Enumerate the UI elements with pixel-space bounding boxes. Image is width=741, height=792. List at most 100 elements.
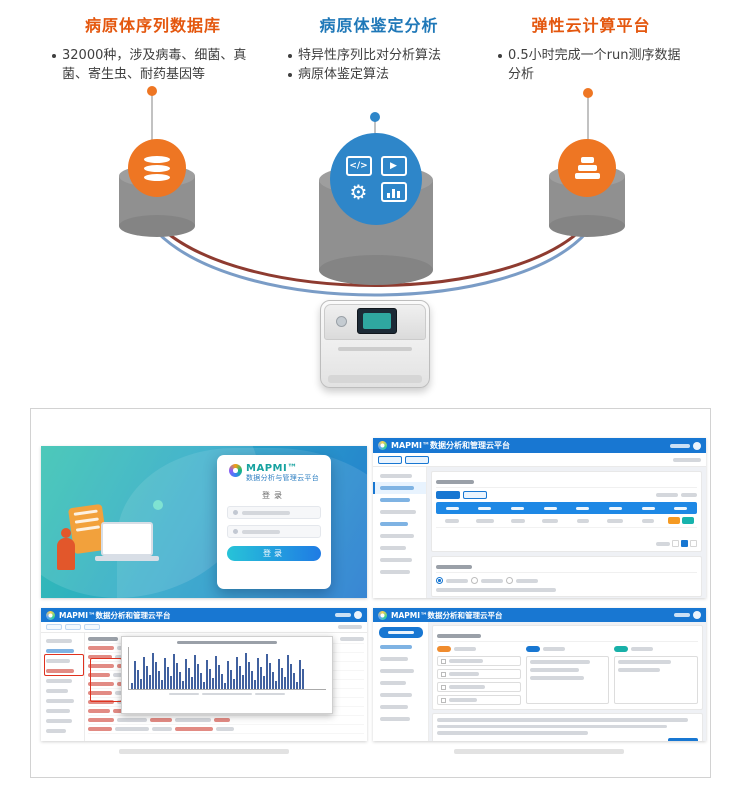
login-button[interactable]: 登录 <box>227 546 321 561</box>
sidebar-item[interactable] <box>373 653 428 665</box>
sidebar-item[interactable] <box>373 506 426 518</box>
checkbox[interactable] <box>441 697 446 703</box>
sidebar-item[interactable] <box>373 713 428 725</box>
table-toolbar <box>436 491 697 499</box>
bar <box>88 709 110 713</box>
primary-button[interactable] <box>436 491 460 499</box>
bar <box>46 659 70 663</box>
sidebar-item[interactable] <box>41 656 84 666</box>
toolbar-button[interactable] <box>84 624 100 630</box>
sidebar-item[interactable] <box>373 554 426 566</box>
option-item[interactable] <box>437 656 521 666</box>
option-item[interactable] <box>437 695 521 705</box>
bar <box>656 493 678 497</box>
chart-bar <box>197 664 199 689</box>
sidebar-item[interactable] <box>373 566 426 578</box>
td <box>632 518 665 523</box>
checkbox[interactable] <box>441 671 446 677</box>
page-button-active[interactable] <box>681 540 688 547</box>
table-row[interactable] <box>88 716 364 725</box>
sidebar-item[interactable] <box>41 696 84 706</box>
play-icon: ▶ <box>380 156 407 176</box>
radio[interactable] <box>506 577 513 584</box>
view-button[interactable] <box>681 517 694 524</box>
bar <box>529 668 579 672</box>
main-content <box>429 622 706 741</box>
l3 <box>574 173 600 179</box>
sidebar-item[interactable] <box>41 666 84 676</box>
sidebar-item[interactable] <box>373 518 426 530</box>
sidebar-item[interactable] <box>373 701 428 713</box>
chart-bar <box>281 668 283 689</box>
bar <box>88 637 118 641</box>
selection-panel[interactable] <box>525 656 610 704</box>
chart-bar <box>146 666 148 689</box>
screenshot-caption <box>119 749 289 754</box>
bar <box>543 506 557 510</box>
user-icon <box>233 510 238 515</box>
sidebar-item[interactable] <box>373 677 428 689</box>
login-card: MAPMI™ 数据分析与管理云平台 登录 登录 <box>217 455 331 589</box>
sidebar-item[interactable] <box>41 706 84 716</box>
decor-dot <box>153 500 163 510</box>
sidebar-item[interactable] <box>41 676 84 686</box>
bar <box>576 506 590 510</box>
radio-selected[interactable] <box>436 577 443 584</box>
radio[interactable] <box>471 577 478 584</box>
bar <box>631 647 654 651</box>
sidebar-item-active[interactable] <box>373 482 426 494</box>
option-item[interactable] <box>437 682 521 692</box>
table-row[interactable] <box>436 514 697 528</box>
sidebar-item[interactable] <box>41 646 84 656</box>
table-row[interactable] <box>88 725 364 734</box>
td <box>534 518 567 523</box>
option-item[interactable] <box>437 669 521 679</box>
edit-button[interactable] <box>667 517 680 524</box>
chart-icon <box>380 182 407 202</box>
submit-button[interactable] <box>668 737 698 741</box>
sidebar-item[interactable] <box>373 494 426 506</box>
bar <box>529 676 585 680</box>
bar <box>88 691 112 695</box>
code-icon: </> <box>345 156 372 176</box>
page-button[interactable] <box>672 540 679 547</box>
bar <box>380 645 412 649</box>
secondary-button[interactable] <box>463 491 487 499</box>
toolbar-button[interactable] <box>405 455 429 464</box>
sidebar-item[interactable] <box>373 665 428 677</box>
toolbar-button[interactable] <box>46 624 62 630</box>
page-button[interactable] <box>690 540 697 547</box>
password-input[interactable] <box>227 525 321 538</box>
toolbar-button[interactable] <box>65 624 81 630</box>
screenshot-caption <box>454 749 624 754</box>
sidebar-item[interactable] <box>41 636 84 646</box>
bar <box>607 518 624 523</box>
sidebar-item[interactable] <box>373 641 428 653</box>
sidebar-item[interactable] <box>373 542 426 554</box>
sidebar-item[interactable] <box>41 716 84 726</box>
th <box>632 506 665 510</box>
bar <box>177 641 277 644</box>
user-avatar-icon[interactable] <box>693 611 701 619</box>
checkbox[interactable] <box>441 658 446 664</box>
user-avatar-icon[interactable] <box>354 611 362 619</box>
device-base <box>328 375 422 383</box>
lbl <box>437 645 521 653</box>
feature-bullets: 特异性序列比对分析算法 病原体鉴定算法 <box>288 46 470 84</box>
result-panel[interactable] <box>614 656 699 704</box>
sidebar-item[interactable] <box>373 530 426 542</box>
chart-bar <box>272 672 274 689</box>
sidebar-item[interactable] <box>41 726 84 736</box>
sidebar-item[interactable] <box>373 470 426 482</box>
checkbox[interactable] <box>441 684 446 690</box>
bar <box>449 698 477 702</box>
sidebar-primary-button[interactable] <box>378 627 423 638</box>
feature-bullet: 0.5小时完成一个run测序数据分析 <box>498 46 684 84</box>
sidebar-item[interactable] <box>373 689 428 701</box>
user-avatar-icon[interactable] <box>693 441 701 450</box>
bar <box>576 518 589 523</box>
sidebar-item[interactable] <box>41 686 84 696</box>
toolbar-button[interactable] <box>378 455 402 464</box>
app-title: MAPMI™数据分析和管理云平台 <box>391 441 510 450</box>
username-input[interactable] <box>227 506 321 519</box>
